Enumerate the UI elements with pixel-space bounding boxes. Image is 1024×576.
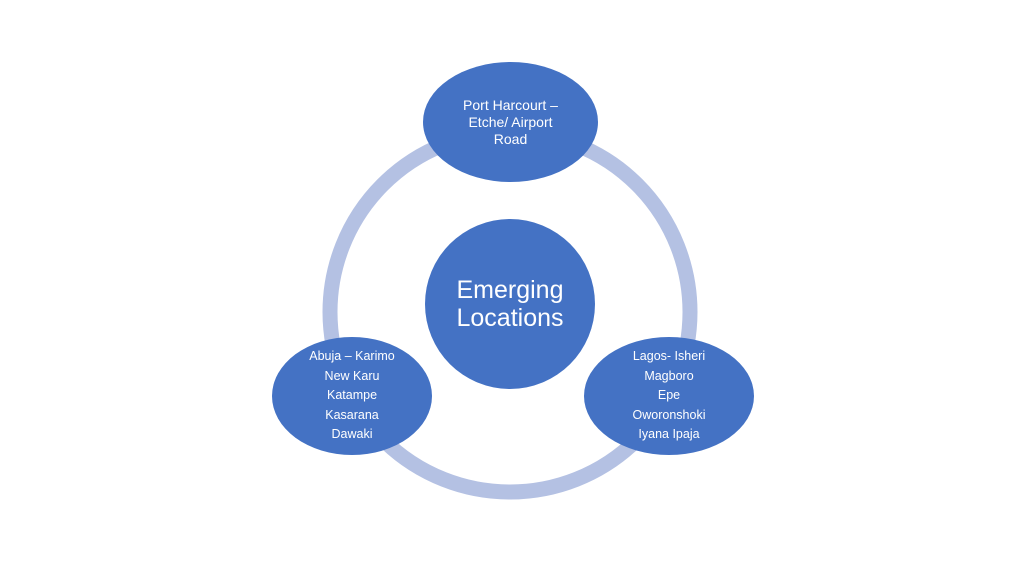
node-lagos-text: Lagos- Isheri Magboro Epe Oworonshoki Iy… [633,347,706,445]
node-text-line: Magboro [644,368,694,383]
node-text-line: Kasarana [325,407,379,422]
node-text-line: Etche/ Airport [468,113,553,130]
node-text-line: Road [493,130,528,147]
node-text-line: Epe [657,388,681,403]
node-lagos: Lagos- Isheri Magboro Epe Oworonshoki Iy… [584,337,754,455]
center-title-line: Locations [456,304,564,332]
node-text-line: Oworonshoki [632,407,706,422]
node-abuja-text: Abuja – Karimo New Karu Katampe Kasarana… [309,347,394,445]
node-abuja: Abuja – Karimo New Karu Katampe Kasarana… [272,337,432,455]
node-text-line: New Karu [324,368,380,383]
center-title: Emerging Locations [445,276,575,332]
node-emerging-locations: Emerging Locations [425,219,595,389]
node-text-line: Port Harcourt – [463,96,558,113]
node-text-line: Katampe [326,388,378,403]
node-text-line: Dawaki [331,427,373,442]
center-title-line: Emerging [456,276,564,304]
node-port-harcourt: Port Harcourt – Etche/ Airport Road [423,62,598,182]
node-text-line: Lagos- Isheri [632,349,706,364]
node-port-harcourt-text: Port Harcourt – Etche/ Airport Road [463,97,558,148]
node-text-line: Abuja – Karimo [309,349,395,364]
node-text-line: Iyana Ipaja [638,427,700,442]
